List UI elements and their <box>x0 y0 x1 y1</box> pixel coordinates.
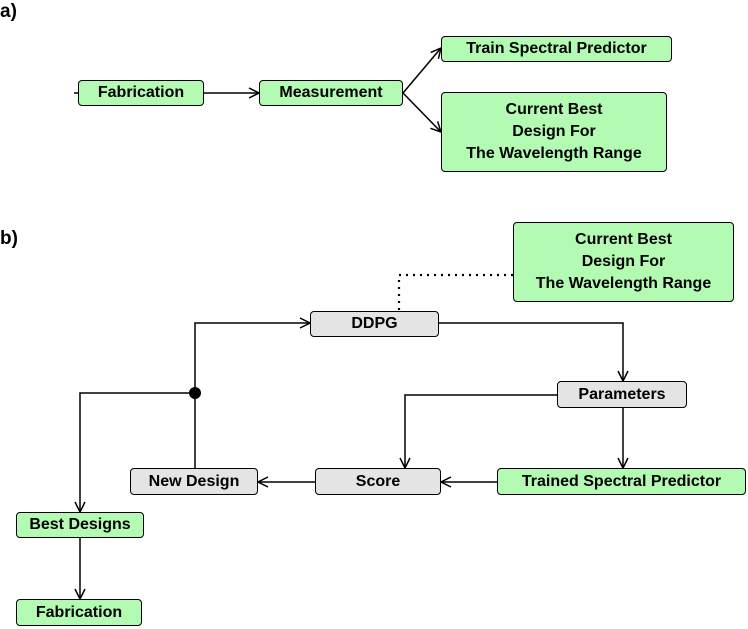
node-b-fabrication: Fabrication <box>16 599 142 626</box>
node-b-trained-spectral-predictor: Trained Spectral Predictor <box>497 468 746 495</box>
panel-a-label: a) <box>0 1 17 22</box>
node-a-measurement: Measurement <box>259 80 403 106</box>
node-b-current-best-design: Current Best Design For The Wavelength R… <box>513 222 734 302</box>
node-b-parameters: Parameters <box>557 381 687 408</box>
node-b-best-designs: Best Designs <box>16 512 144 538</box>
edge-measurement-to-train <box>402 48 441 94</box>
junction-dot <box>189 387 201 399</box>
edge-currentbest-to-ddpg-dotted <box>397 273 513 311</box>
edge-junction-to-ddpg <box>194 323 310 393</box>
node-a-train-spectral-predictor: Train Spectral Predictor <box>441 36 672 62</box>
edge-parameters-to-score <box>405 394 557 468</box>
node-a-fabrication: Fabrication <box>78 80 204 106</box>
edge-measurement-to-currentbest <box>402 92 441 132</box>
node-a-current-best-design: Current Best Design For The Wavelength R… <box>441 92 667 172</box>
node-b-ddpg: DDPG <box>310 311 439 337</box>
node-b-score: Score <box>315 468 441 495</box>
edge-ddpg-to-parameters <box>439 322 623 381</box>
node-b-new-design: New Design <box>130 468 258 495</box>
panel-b-label: b) <box>0 228 18 249</box>
edge-junction-to-bestdesigns <box>80 392 195 512</box>
